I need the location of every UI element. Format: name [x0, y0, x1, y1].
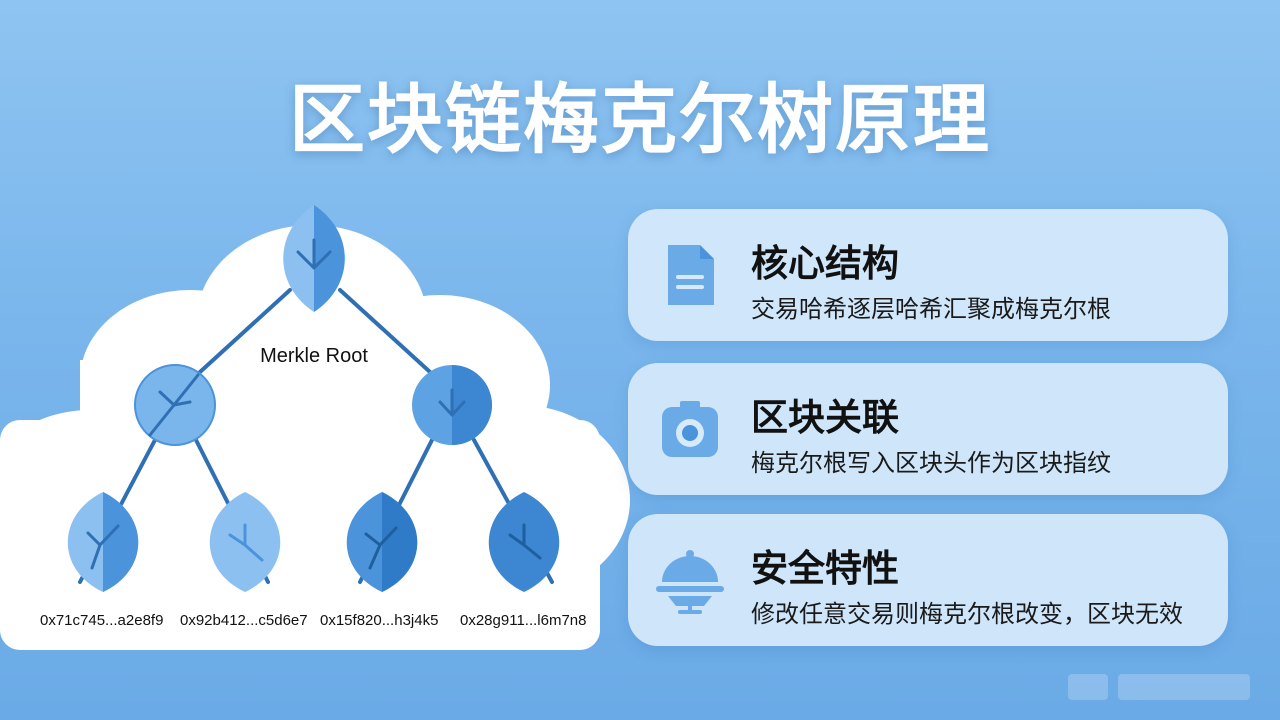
- card-core-structure: 核心结构 交易哈希逐层哈希汇聚成梅克尔根: [628, 209, 1228, 341]
- camera-icon: [662, 401, 718, 457]
- leaf-node-2: [209, 492, 281, 592]
- edge-root-left: [198, 288, 292, 374]
- root-leaf-node: [283, 205, 345, 312]
- watermark-text: [1118, 674, 1250, 700]
- cloche-icon: [656, 550, 724, 614]
- leaf-hash-4: 0x28g911...l6m7n8: [460, 612, 586, 629]
- leaf-node-3: [346, 492, 418, 592]
- card-block-link: 区块关联 梅克尔根写入区块头作为区块指纹: [628, 363, 1228, 495]
- card-description: 修改任意交易则梅克尔根改变，区块无效: [751, 600, 1183, 628]
- hash-node-right: [412, 365, 492, 445]
- leaf-hash-3: 0x15f820...h3j4k5: [320, 612, 438, 629]
- card-security-feature: 安全特性 修改任意交易则梅克尔根改变，区块无效: [628, 514, 1228, 646]
- card-title: 区块关联: [751, 396, 899, 439]
- card-title: 核心结构: [751, 242, 899, 285]
- card-description: 梅克尔根写入区块头作为区块指纹: [751, 449, 1111, 477]
- watermark-logo: [1068, 674, 1108, 700]
- card-description: 交易哈希逐层哈希汇聚成梅克尔根: [751, 295, 1111, 323]
- leaf-node-1: [67, 492, 139, 592]
- leaf-hash-1: 0x71c745...a2e8f9: [40, 612, 163, 629]
- hash-node-left: [134, 364, 216, 446]
- card-title: 安全特性: [751, 547, 899, 590]
- edge-root-right: [338, 288, 432, 374]
- merkle-root-label: Merkle Root: [260, 345, 368, 367]
- document-icon: [668, 245, 714, 305]
- leaf-node-4: [488, 492, 560, 592]
- page-title: 区块链梅克尔树原理: [289, 75, 991, 164]
- leaf-hash-2: 0x92b412...c5d6e7: [180, 612, 308, 629]
